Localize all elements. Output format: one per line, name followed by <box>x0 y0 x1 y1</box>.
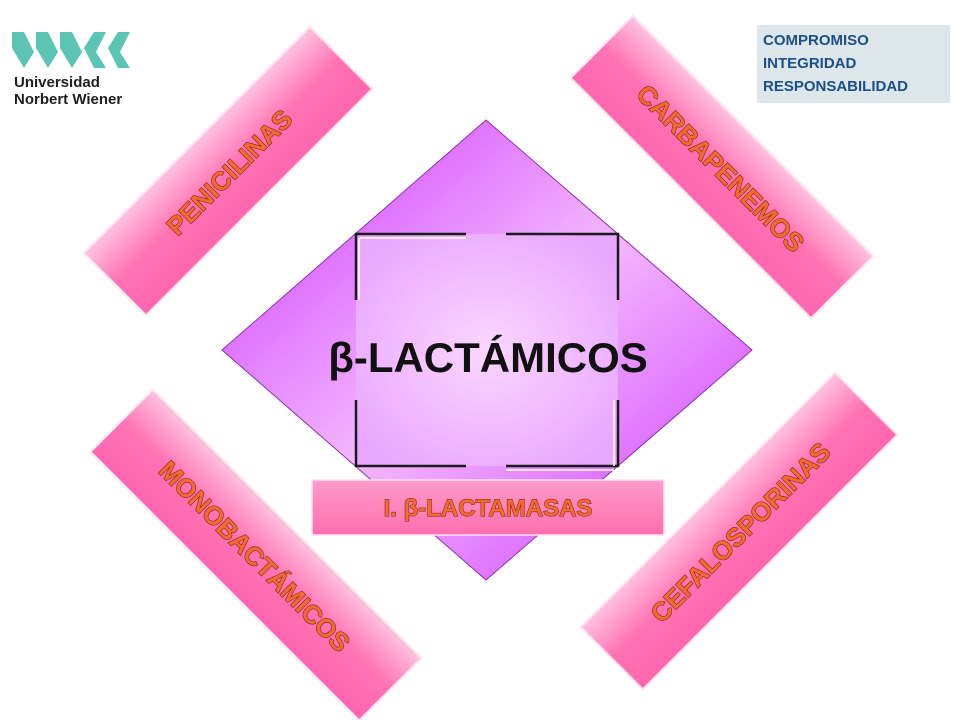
logo-line-norbert-wiener: Norbert Wiener <box>14 91 123 108</box>
band-cefalosporinas: CEFALOSPORINAS <box>579 371 899 691</box>
inner-square-brackets <box>354 232 620 468</box>
value-compromiso: COMPROMISO <box>763 32 869 49</box>
label-inhibidores-beta-lactamasas: I. β-LACTAMASAS <box>384 495 593 522</box>
university-logo: Universidad Norbert Wiener <box>12 30 162 120</box>
logo-line-universidad: Universidad <box>14 74 100 91</box>
inner-square-shadow-lines <box>358 237 615 471</box>
values-box: COMPROMISO INTEGRIDAD RESPONSABILIDAD <box>757 25 950 103</box>
center-label-beta-lactamicos: β-LACTÁMICOS <box>328 334 648 381</box>
value-responsabilidad: RESPONSABILIDAD <box>763 78 909 95</box>
inner-square <box>356 234 618 466</box>
label-cefalosporinas: CEFALOSPORINAS <box>645 437 837 629</box>
value-integridad: INTEGRIDAD <box>763 55 857 72</box>
university-logo-mark-icon <box>12 32 130 68</box>
inhibitor-bar: I. β-LACTAMASAS <box>311 479 665 536</box>
